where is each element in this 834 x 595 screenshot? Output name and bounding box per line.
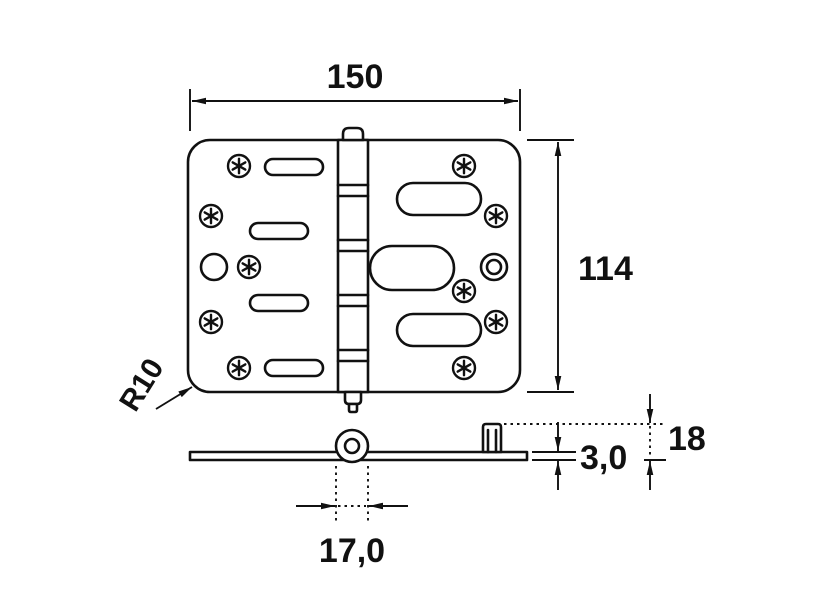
knuckle-bottom-stub — [343, 390, 363, 406]
mounting-slot-large — [395, 312, 483, 348]
mounting-slot-large — [395, 181, 483, 217]
dimension-thickness-label: 3,0 — [580, 439, 627, 477]
torx-screw-icon — [451, 355, 477, 381]
dimension-thickness: 3,0 — [532, 422, 627, 490]
torx-screw-icon — [483, 203, 509, 229]
side-view — [188, 422, 529, 464]
hinge-knuckle — [336, 126, 370, 414]
torx-screw-icon — [198, 309, 224, 335]
ring-hole — [479, 252, 509, 282]
torx-screw-icon — [236, 254, 262, 280]
torx-screw-icon — [226, 355, 252, 381]
mounting-slot — [263, 157, 325, 177]
torx-screw-icon — [451, 153, 477, 179]
dimension-corner-radius: R10 — [113, 353, 193, 417]
security-stud — [481, 422, 503, 454]
torx-screw-icon — [483, 309, 509, 335]
mounting-slot — [263, 358, 325, 378]
dimension-knuckle: 17,0 — [296, 466, 408, 570]
torx-screw-icon — [226, 153, 252, 179]
dimension-radius-label: R10 — [113, 353, 170, 417]
knuckle-barrel — [336, 138, 370, 394]
mounting-slot-large — [368, 244, 456, 292]
dimension-height: 114 — [527, 139, 633, 393]
mounting-slot — [248, 221, 310, 241]
knuckle-profile — [334, 428, 370, 464]
mounting-slot — [248, 293, 310, 313]
dimension-pin-height-label: 18 — [668, 420, 706, 458]
dowel-hole — [199, 252, 229, 282]
front-view — [186, 126, 522, 414]
knuckle-joints — [336, 183, 370, 363]
dimension-pin-height: 18 — [504, 394, 706, 490]
torx-screw-icon — [451, 278, 477, 304]
dimension-height-label: 114 — [578, 250, 633, 288]
dimension-width: 150 — [189, 58, 521, 131]
left-leaf-slots — [199, 157, 325, 378]
dimension-knuckle-label: 17,0 — [319, 532, 385, 570]
pin-tip — [347, 402, 359, 414]
dimension-width-label: 150 — [327, 58, 384, 96]
right-leaf-slots — [368, 181, 509, 348]
knuckle-top-cap — [341, 126, 365, 142]
torx-screw-icon — [198, 203, 224, 229]
